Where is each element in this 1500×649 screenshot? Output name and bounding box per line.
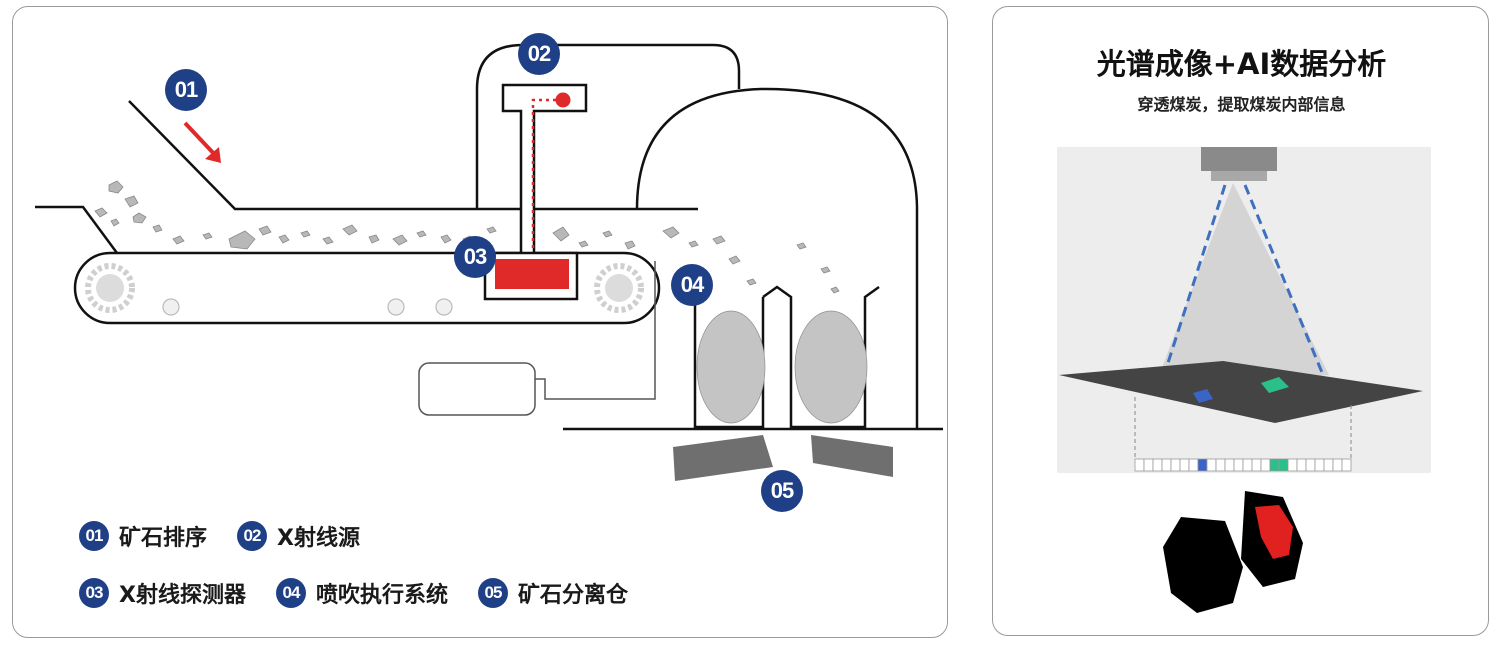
badge-05: 05: [761, 470, 803, 512]
beam-edge-right: [1243, 184, 1325, 376]
pixel-cell: [1206, 458, 1217, 472]
legend-label-05: 矿石分离仓: [517, 583, 628, 608]
pixel-cell: [1179, 458, 1190, 472]
pixel-cell: [1305, 458, 1316, 472]
coal-inner-analysis: [1255, 505, 1293, 559]
legend-row-2: 03 X射线探测器 04 喷吹执行系统 05 矿石分离仓: [79, 577, 648, 609]
camera-body: [1201, 147, 1277, 171]
sorting-machine-panel: 01 02 03 04 05 01 矿石排序 02 X射线源 03 X射线探测器…: [12, 6, 948, 638]
pixel-cell: [1143, 458, 1154, 472]
panel-title: 光谱成像+AI数据分析: [1096, 47, 1387, 81]
legend-badge-05: 05: [477, 578, 508, 608]
pixel-cell: [1215, 458, 1226, 472]
legend-badge-03: 03: [79, 578, 109, 608]
badge-03: 03: [454, 236, 496, 278]
pixel-cell: [1242, 458, 1253, 472]
feed-chute-line: [128, 100, 698, 211]
spectral-imaging-panel: 光谱成像+AI数据分析 穿透煤炭，提取煤炭内部信息: [992, 6, 1489, 636]
xray-beam: [531, 98, 563, 269]
badge-01: 01: [165, 69, 207, 111]
pixel-cell: [1161, 458, 1172, 472]
badge-02: 02: [518, 33, 560, 75]
conveyor-inlet-line: [35, 205, 119, 254]
pixel-strip: [1134, 458, 1352, 472]
spectral-imaging-illustration: [1057, 147, 1431, 613]
roller-icons: [162, 298, 453, 316]
pixel-cell: [1314, 458, 1325, 472]
sample-plate: [1059, 361, 1423, 423]
legend-badge-02: 02: [237, 521, 268, 551]
pixel-cell: [1224, 458, 1235, 472]
coal-chunk-left: [1163, 517, 1243, 613]
legend-label-02: X射线源: [277, 526, 360, 551]
pixel-cell: [1278, 458, 1289, 472]
feed-arrow-head-icon: [205, 147, 221, 163]
legend-label-01: 矿石排序: [119, 526, 208, 551]
pixel-cell: [1287, 458, 1298, 472]
ore-stones: [94, 180, 840, 294]
control-cable: [535, 261, 656, 400]
gear-icon: [594, 263, 644, 313]
pixel-cell: [1260, 458, 1271, 472]
pixel-cell: [1188, 458, 1199, 472]
camera-lens: [1211, 171, 1267, 181]
projection-lines: [1134, 397, 1352, 459]
pixel-cell: [1296, 458, 1307, 472]
left-outlet-chute: [673, 435, 773, 481]
legend-label-04: 喷吹执行系统: [315, 583, 448, 608]
pixel-cell: [1134, 458, 1145, 472]
pixel-cell: [1197, 458, 1208, 472]
beam-edge-left: [1157, 184, 1227, 392]
legend-label-03: X射线探测器: [119, 583, 246, 608]
xray-detector: [495, 259, 569, 289]
green-sample: [1261, 377, 1289, 393]
bin-ore-piles: [696, 310, 868, 424]
legend-row-1: 01 矿石排序 02 X射线源: [79, 520, 380, 552]
pixel-cell: [1323, 458, 1334, 472]
pixel-cell: [1152, 458, 1163, 472]
right-outlet-chute: [811, 435, 893, 477]
legend-badge-01: 01: [79, 521, 109, 551]
pixel-cell: [1332, 458, 1343, 472]
panel-subtitle: 穿透煤炭，提取煤炭内部信息: [1137, 95, 1346, 114]
xray-source-body: [501, 83, 588, 257]
conveyor-belt: [73, 251, 661, 325]
pixel-cell: [1341, 458, 1352, 472]
badge-04: 04: [671, 264, 713, 306]
feed-arrow-icon: [183, 121, 219, 159]
legend-badge-04: 04: [275, 578, 306, 608]
control-box: [418, 362, 536, 416]
xray-housing: [475, 43, 741, 209]
pixel-cell: [1233, 458, 1244, 472]
pixel-cell: [1251, 458, 1262, 472]
separation-hood: [635, 87, 919, 429]
imaging-beam: [1153, 183, 1329, 391]
pixel-cell: [1170, 458, 1181, 472]
sorting-machine-diagram: [35, 43, 943, 481]
gear-icon: [85, 263, 135, 313]
blue-sample: [1193, 389, 1213, 403]
pixel-cell: [1269, 458, 1280, 472]
